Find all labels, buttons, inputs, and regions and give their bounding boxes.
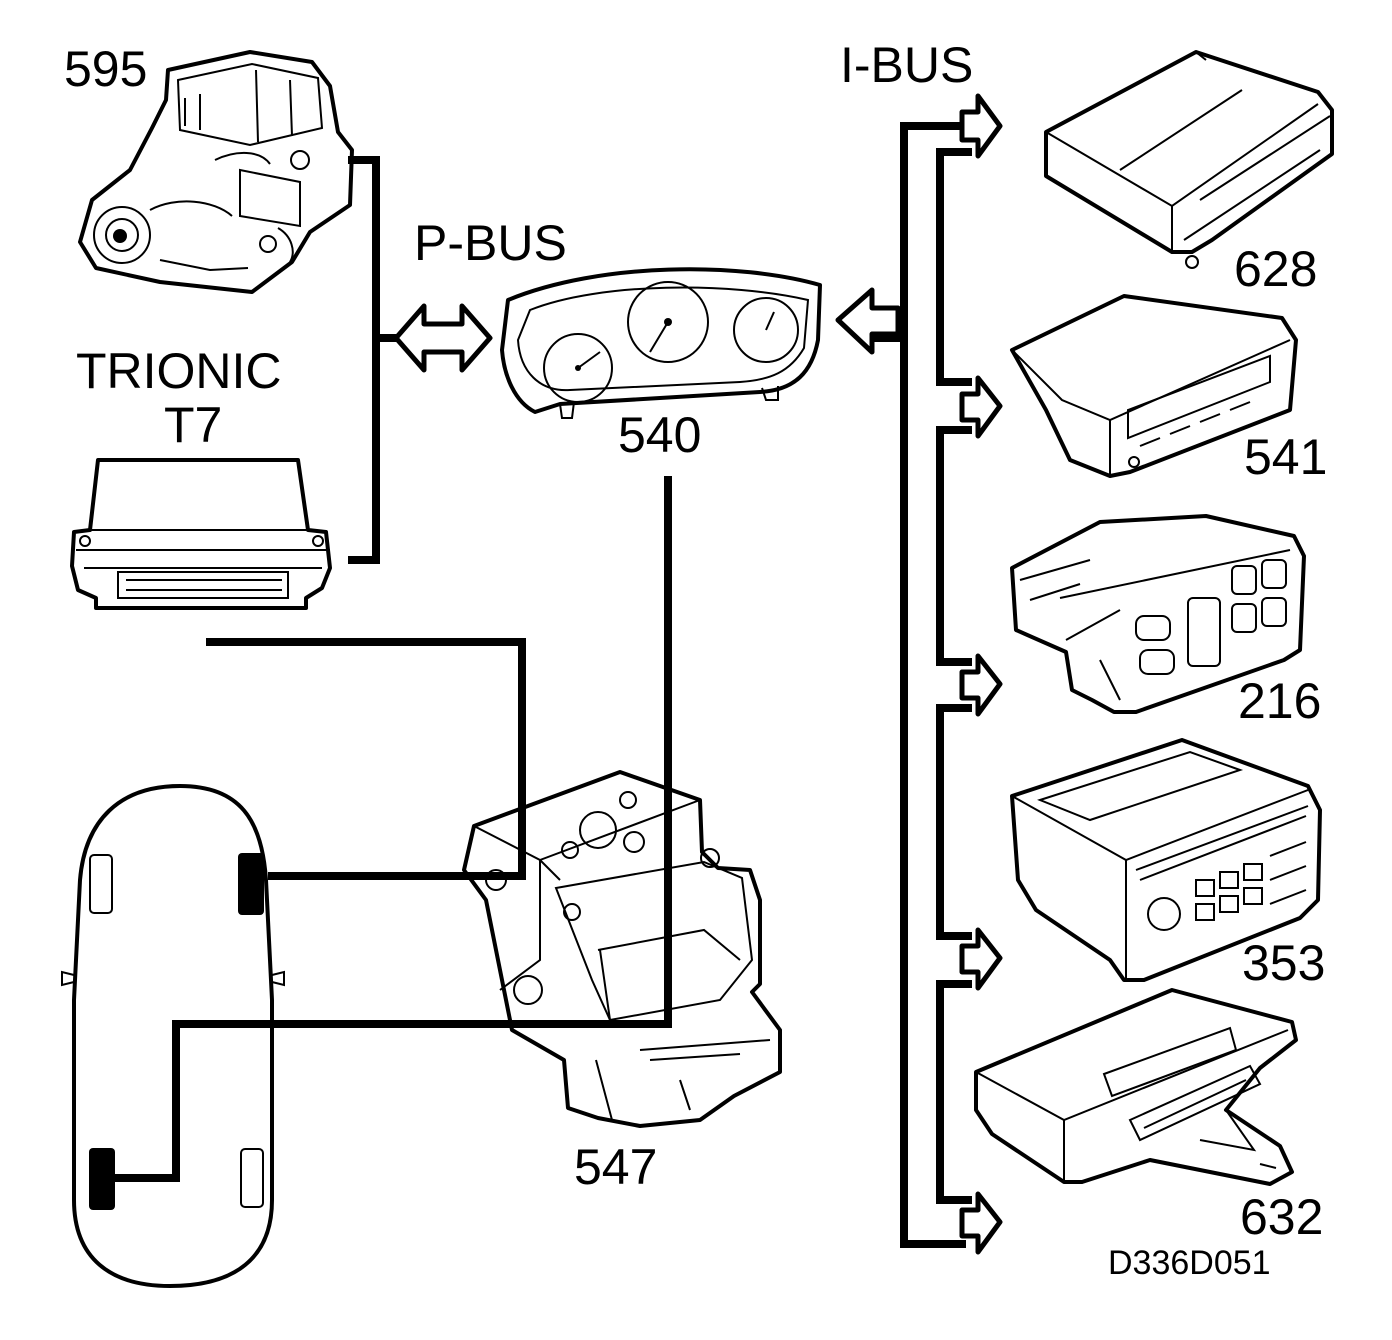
i-bus-cluster-arrow (835, 287, 901, 355)
i-bus-arrow-541 (959, 375, 1003, 439)
label-t7: T7 (164, 397, 223, 453)
wheel-rear-left (89, 1148, 115, 1210)
module-632 (974, 988, 1298, 1186)
i-bus-wiring (835, 93, 1003, 1255)
label-547: 547 (574, 1139, 658, 1195)
figure-code: D336D051 (1108, 1244, 1271, 1282)
injection-pump-595 (78, 50, 354, 294)
label-541: 541 (1244, 429, 1328, 485)
p-bus-double-arrow (393, 303, 493, 373)
label-i-bus: I-BUS (840, 37, 974, 93)
module-353 (1010, 738, 1322, 982)
p-bus-wiring (348, 156, 493, 564)
wheel-front-right (238, 853, 264, 915)
i-bus-arrow-628 (959, 93, 1003, 159)
label-540: 540 (618, 407, 702, 463)
ecu-to-abs-wiring (114, 476, 672, 1182)
instrument-cluster-540 (500, 267, 822, 419)
i-bus-arrow-632 (959, 1191, 1003, 1255)
label-trionic: TRIONIC (76, 343, 282, 399)
label-216: 216 (1238, 673, 1322, 729)
module-628 (1044, 50, 1334, 269)
module-541 (1010, 294, 1298, 478)
abs-unit-547 (462, 770, 782, 1128)
module-216 (1010, 514, 1306, 714)
trionic-t7-ecu (70, 458, 332, 610)
label-p-bus: P-BUS (414, 215, 567, 271)
i-bus-arrow-353 (959, 927, 1003, 991)
i-bus-arrow-216 (959, 653, 1003, 717)
label-628: 628 (1234, 241, 1318, 297)
label-632: 632 (1240, 1189, 1324, 1245)
label-595: 595 (64, 41, 148, 97)
label-353: 353 (1242, 935, 1326, 991)
